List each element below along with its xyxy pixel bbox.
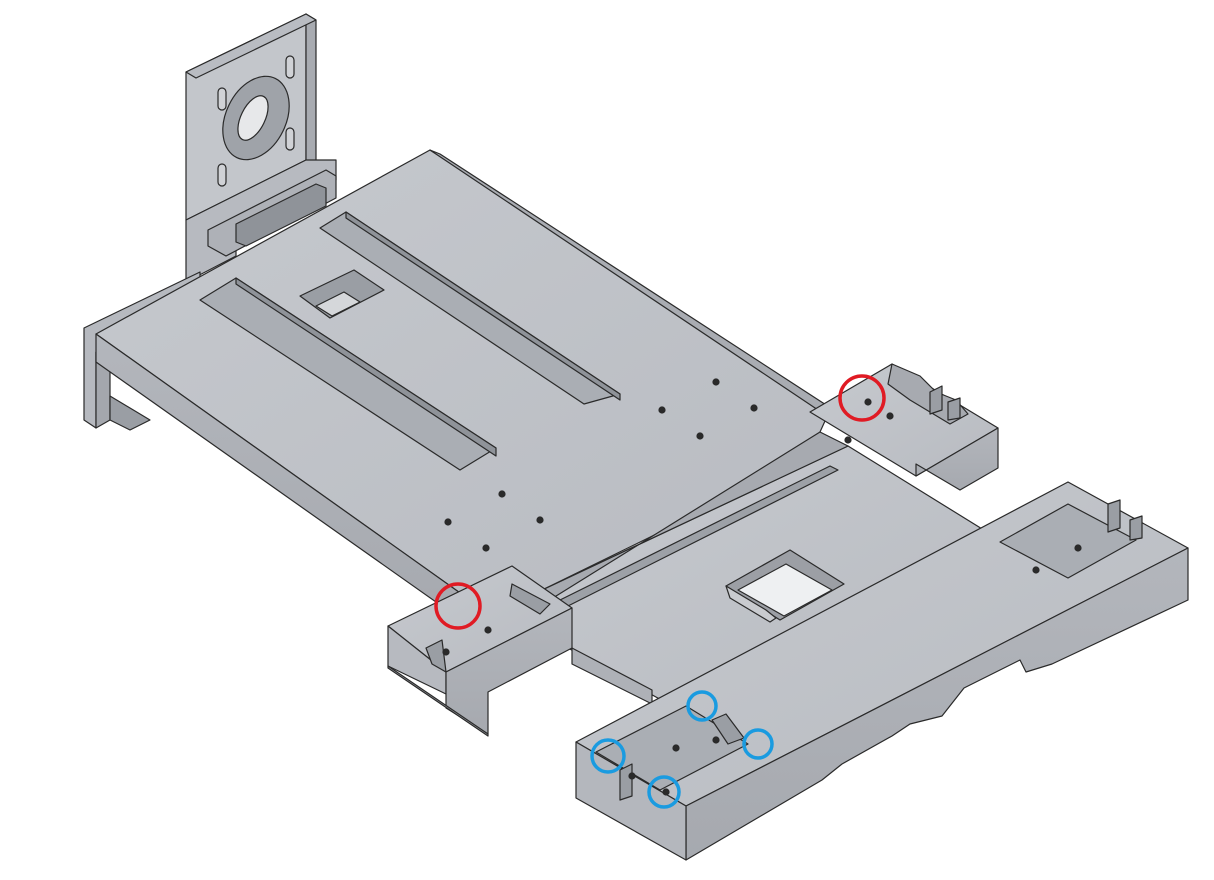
right-lower-rail [575, 481, 1189, 861]
main-plate [83, 149, 841, 627]
mount-hole [696, 432, 704, 440]
mount-hole [482, 544, 490, 552]
pocket [999, 503, 1137, 579]
blue-marker-circle [590, 738, 626, 774]
red-marker-circle [434, 582, 482, 630]
right-end-block [809, 363, 999, 491]
bracket-slot-hole [217, 163, 227, 187]
mount-hole [658, 406, 666, 414]
mount-hole [536, 516, 544, 524]
annotation-markers [434, 374, 886, 809]
vertical-bracket [185, 13, 337, 283]
blue-marker-circle [647, 775, 681, 809]
mount-hole [444, 518, 452, 526]
bracket-slot-hole [217, 87, 227, 111]
bracket-slot-hole [285, 127, 295, 151]
mount-hole [712, 378, 720, 386]
mount-hole [750, 404, 758, 412]
blue-marker-circle [686, 690, 718, 722]
bracket-center-slot [222, 75, 290, 161]
pocket [595, 705, 749, 791]
bracket-slot-hole [285, 55, 295, 79]
red-marker-circle [838, 374, 886, 422]
left-lower-block [387, 565, 653, 737]
blue-marker-circle [742, 728, 774, 760]
mount-hole [498, 490, 506, 498]
